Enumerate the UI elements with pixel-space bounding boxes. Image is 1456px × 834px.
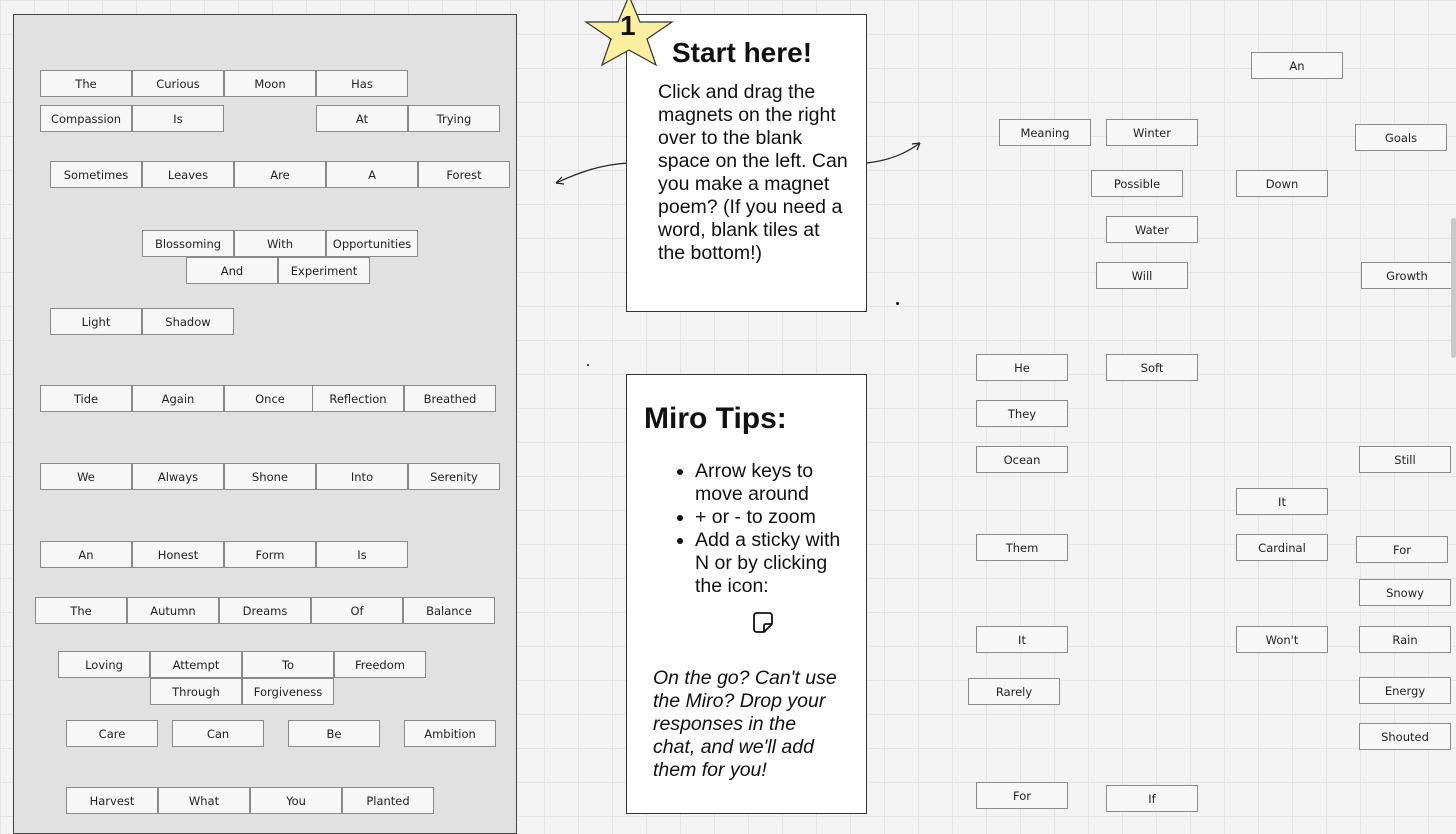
miro-tips-card[interactable]: Miro Tips: Arrow keys to move around + o… <box>626 374 867 814</box>
word-bank-magnet[interactable]: Growth <box>1361 262 1453 289</box>
poem-word-magnet[interactable]: Balance <box>403 597 495 624</box>
word-bank-magnet[interactable]: Rain <box>1359 626 1451 653</box>
tip-item: Add a sticky with N or by clicking the i… <box>695 529 845 598</box>
word-bank-magnet[interactable]: Down <box>1236 170 1328 197</box>
poem-word-magnet[interactable]: At <box>316 105 408 132</box>
sticky-note-icon <box>753 612 773 633</box>
poem-word-magnet[interactable]: And <box>186 257 278 284</box>
word-bank-magnet[interactable]: They <box>976 400 1068 427</box>
poem-word-magnet[interactable]: We <box>40 463 132 490</box>
tips-list: Arrow keys to move around + or - to zoom… <box>667 460 845 598</box>
stray-dot <box>896 302 899 305</box>
word-bank-magnet[interactable]: Water <box>1106 216 1198 243</box>
arrow-right <box>866 142 921 164</box>
poem-word-magnet[interactable]: Dreams <box>219 597 311 624</box>
poem-word-magnet[interactable]: Serenity <box>408 463 500 490</box>
poem-word-magnet[interactable]: Care <box>66 720 158 747</box>
tips-title: Miro Tips: <box>644 402 787 435</box>
poem-word-magnet[interactable]: Leaves <box>142 161 234 188</box>
poem-word-magnet[interactable]: Always <box>132 463 224 490</box>
word-bank-magnet[interactable]: Will <box>1096 262 1188 289</box>
stray-dot <box>587 364 589 366</box>
poem-word-magnet[interactable]: Light <box>50 308 142 335</box>
poem-word-magnet[interactable]: Moon <box>224 70 316 97</box>
poem-word-magnet[interactable]: Honest <box>132 541 224 568</box>
tip-item: Arrow keys to move around <box>695 460 845 506</box>
poem-word-magnet[interactable]: Of <box>311 597 403 624</box>
word-bank-magnet[interactable]: He <box>976 354 1068 381</box>
word-bank-magnet[interactable]: Shouted <box>1359 723 1451 750</box>
poem-word-magnet[interactable]: Freedom <box>334 651 426 678</box>
start-instructions: Click and drag the magnets on the right … <box>658 81 848 264</box>
word-bank-magnet[interactable]: Ocean <box>976 446 1068 473</box>
poem-word-magnet[interactable]: Compassion <box>40 105 132 132</box>
word-bank-magnet[interactable]: It <box>1236 488 1328 515</box>
poem-word-magnet[interactable]: Through <box>150 678 242 705</box>
word-bank-magnet[interactable]: For <box>976 782 1068 809</box>
poem-word-magnet[interactable]: To <box>242 651 334 678</box>
word-bank-magnet[interactable]: Goals <box>1355 124 1447 151</box>
poem-word-magnet[interactable]: Opportunities <box>326 230 418 257</box>
poem-word-magnet[interactable]: Blossoming <box>142 230 234 257</box>
poem-word-magnet[interactable]: Attempt <box>150 651 242 678</box>
poem-word-magnet[interactable]: Reflection <box>312 385 404 412</box>
poem-word-magnet[interactable]: Breathed <box>404 385 496 412</box>
poem-word-magnet[interactable]: Forgiveness <box>242 678 334 705</box>
word-bank-magnet[interactable]: Won't <box>1236 626 1328 653</box>
vertical-scrollbar[interactable] <box>1451 218 1456 358</box>
word-bank-magnet[interactable]: It <box>976 626 1068 653</box>
poem-word-magnet[interactable]: Trying <box>408 105 500 132</box>
poem-word-magnet[interactable]: Ambition <box>404 720 496 747</box>
poem-word-magnet[interactable]: Is <box>132 105 224 132</box>
poem-word-magnet[interactable]: Shone <box>224 463 316 490</box>
word-bank-magnet[interactable]: Soft <box>1106 354 1198 381</box>
word-bank-magnet[interactable]: Still <box>1359 446 1451 473</box>
tip-item: + or - to zoom <box>695 506 845 529</box>
tips-footer: On the go? Can't use the Miro? Drop your… <box>653 667 837 781</box>
poem-word-magnet[interactable]: Into <box>316 463 408 490</box>
poem-word-magnet[interactable]: What <box>158 787 250 814</box>
poem-word-magnet[interactable]: Sometimes <box>50 161 142 188</box>
star-badge-icon <box>584 0 674 67</box>
poem-word-magnet[interactable]: An <box>40 541 132 568</box>
word-bank-magnet[interactable]: If <box>1106 785 1198 812</box>
poem-word-magnet[interactable]: Harvest <box>66 787 158 814</box>
word-bank-magnet[interactable]: Cardinal <box>1236 534 1328 561</box>
start-here-card[interactable]: Start here! Click and drag the magnets o… <box>626 14 867 312</box>
poem-word-magnet[interactable]: The <box>35 597 127 624</box>
poem-word-magnet[interactable]: You <box>250 787 342 814</box>
poem-word-magnet[interactable]: Form <box>224 541 316 568</box>
poem-word-magnet[interactable]: Curious <box>132 70 224 97</box>
arrow-left <box>555 162 628 184</box>
word-bank-magnet[interactable]: Meaning <box>999 119 1091 146</box>
poem-word-magnet[interactable]: Be <box>288 720 380 747</box>
badge-number: 1 <box>620 10 636 41</box>
word-bank-magnet[interactable]: For <box>1356 536 1448 563</box>
word-bank-magnet[interactable]: An <box>1251 52 1343 79</box>
poem-word-magnet[interactable]: Can <box>172 720 264 747</box>
poem-board <box>13 14 517 834</box>
word-bank-magnet[interactable]: Them <box>976 534 1068 561</box>
poem-word-magnet[interactable]: Forest <box>418 161 510 188</box>
word-bank-magnet[interactable]: Energy <box>1359 677 1451 704</box>
poem-word-magnet[interactable]: Are <box>234 161 326 188</box>
word-bank-magnet[interactable]: Winter <box>1106 119 1198 146</box>
word-bank-magnet[interactable]: Possible <box>1091 170 1183 197</box>
poem-word-magnet[interactable]: Tide <box>40 385 132 412</box>
poem-word-magnet[interactable]: Planted <box>342 787 434 814</box>
poem-word-magnet[interactable]: Once <box>224 385 316 412</box>
word-bank-magnet[interactable]: Rarely <box>968 678 1060 705</box>
poem-word-magnet[interactable]: Loving <box>58 651 150 678</box>
poem-word-magnet[interactable]: Again <box>132 385 224 412</box>
poem-word-magnet[interactable]: Autumn <box>127 597 219 624</box>
poem-word-magnet[interactable]: Experiment <box>278 257 370 284</box>
poem-word-magnet[interactable]: Is <box>316 541 408 568</box>
poem-word-magnet[interactable]: Has <box>316 70 408 97</box>
poem-word-magnet[interactable]: A <box>326 161 418 188</box>
word-bank-magnet[interactable]: Snowy <box>1359 579 1451 606</box>
start-title: Start here! <box>672 37 813 68</box>
poem-word-magnet[interactable]: The <box>40 70 132 97</box>
poem-word-magnet[interactable]: With <box>234 230 326 257</box>
poem-word-magnet[interactable]: Shadow <box>142 308 234 335</box>
